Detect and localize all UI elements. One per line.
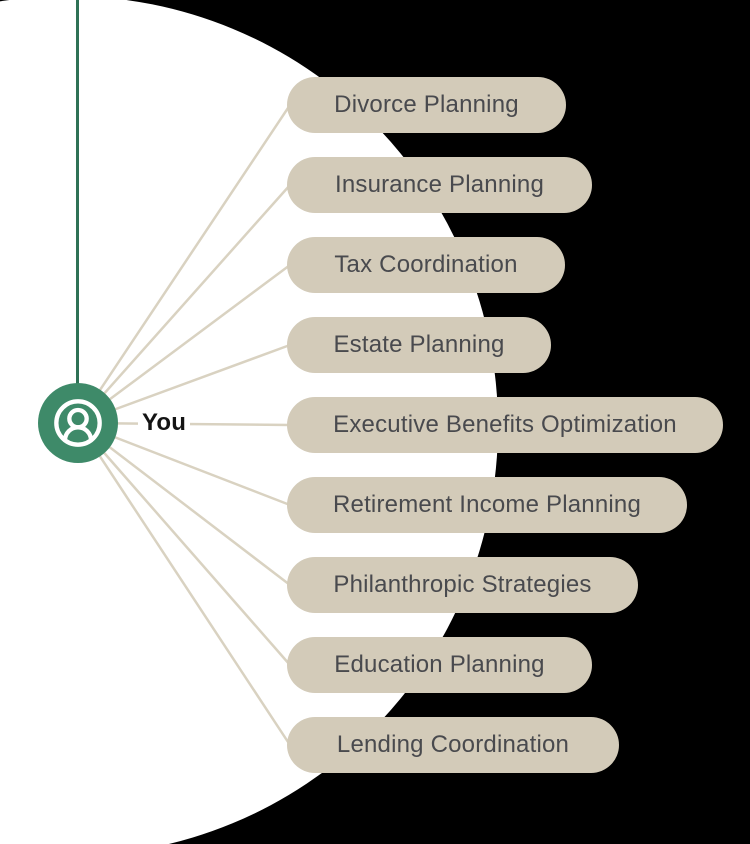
service-pill-label: Retirement Income Planning bbox=[332, 491, 642, 518]
service-pill-estate-planning: Estate Planning bbox=[287, 317, 551, 373]
service-pill-lending-coordination: Lending Coordination bbox=[287, 717, 619, 773]
service-pill-education-planning: Education Planning bbox=[287, 637, 592, 693]
service-pill-label: Tax Coordination bbox=[334, 251, 518, 278]
service-pill-insurance-planning: Insurance Planning bbox=[287, 157, 592, 213]
stem-line bbox=[76, 0, 79, 388]
connector-line bbox=[77, 422, 291, 586]
connector-line bbox=[77, 263, 291, 425]
connector-line bbox=[77, 184, 291, 424]
service-pill-label: Education Planning bbox=[334, 651, 545, 678]
service-pill-label: Lending Coordination bbox=[336, 731, 570, 758]
user-circle-icon bbox=[54, 399, 102, 447]
connector-line bbox=[76, 104, 292, 424]
service-pill-divorce-planning: Divorce Planning bbox=[287, 77, 566, 133]
connector-line bbox=[76, 422, 292, 746]
service-pill-tax-coordination: Tax Coordination bbox=[287, 237, 565, 293]
service-pill-executive-benefits-optimization: Executive Benefits Optimization bbox=[287, 397, 723, 453]
service-pill-label: Divorce Planning bbox=[334, 91, 519, 118]
you-node bbox=[38, 383, 118, 463]
service-pill-label: Executive Benefits Optimization bbox=[333, 411, 677, 438]
you-label: You bbox=[138, 407, 191, 439]
service-pill-philanthropic-strategies: Philanthropic Strategies bbox=[287, 557, 638, 613]
service-pill-label: Insurance Planning bbox=[334, 171, 545, 198]
service-pill-label: Philanthropic Strategies bbox=[333, 571, 592, 598]
service-pill-label: Estate Planning bbox=[333, 331, 505, 358]
connector-line bbox=[77, 422, 291, 666]
service-pill-retirement-income-planning: Retirement Income Planning bbox=[287, 477, 687, 533]
